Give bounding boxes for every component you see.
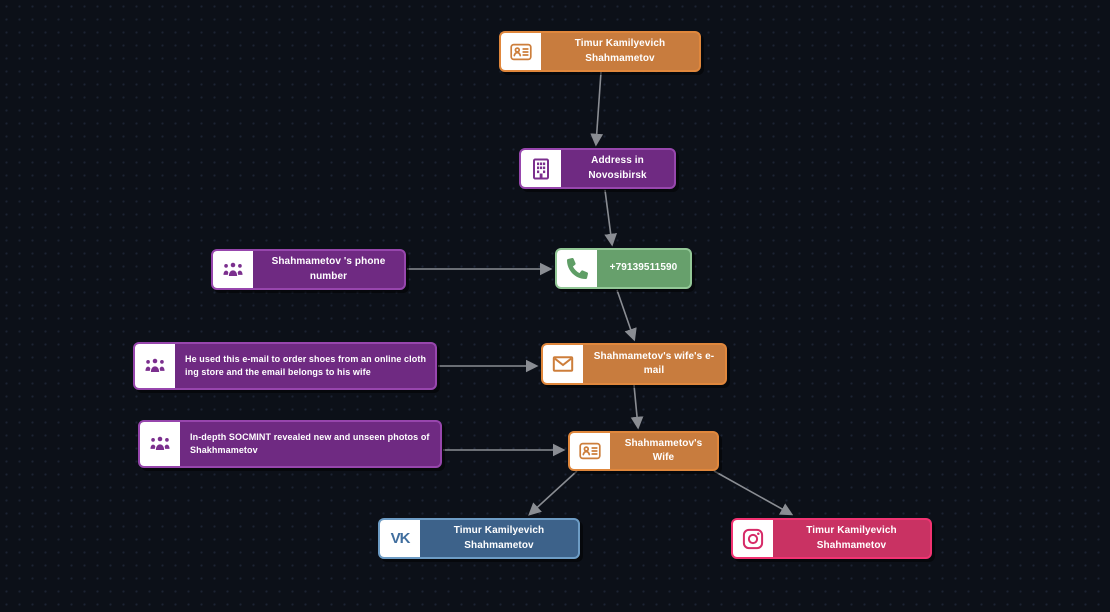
id-card-icon	[570, 433, 610, 469]
edge-wife-instagram	[713, 470, 794, 516]
graph-node-socmint-note[interactable]: In-depth SOCMINT revealed new and unseen…	[138, 420, 442, 468]
edge-phone-email	[616, 289, 637, 342]
people-group-icon	[213, 251, 253, 288]
graph-node-address[interactable]: Address in Novosibirsk	[519, 148, 676, 189]
people-group-icon	[140, 422, 180, 466]
edge-persontop-address	[590, 71, 604, 147]
vk-icon: VK	[380, 520, 420, 557]
node-label: Shahmametov's wife's e-mail	[593, 350, 715, 377]
edge-wife-vk	[528, 470, 578, 516]
graph-node-wife[interactable]: Shahmametov's Wife	[568, 431, 719, 471]
graph-node-email-note[interactable]: He used this e-mail to order shoes from …	[133, 342, 437, 390]
graph-node-vk[interactable]: VK Timur Kamilyevich Shahmametov	[378, 518, 580, 559]
node-label: Timur Kamilyevich Shahmametov	[574, 38, 666, 64]
graph-node-phone[interactable]: +79139511590	[555, 248, 692, 289]
node-label: Address in Novosibirsk	[588, 155, 647, 181]
people-group-icon	[135, 344, 175, 388]
graph-node-instagram[interactable]: Timur Kamilyevich Shahmametov	[731, 518, 932, 559]
phone-icon	[557, 250, 597, 287]
envelope-icon	[543, 345, 583, 383]
node-label: Timur Kamilyevich Shahmametov	[806, 525, 897, 551]
graph-node-person-top[interactable]: Timur Kamilyevich Shahmametov	[499, 31, 701, 72]
node-label: Shahmametov 's phone number	[271, 256, 386, 282]
edge-address-phone	[604, 189, 618, 247]
node-label: +79139511590	[609, 262, 678, 274]
id-card-icon	[501, 33, 541, 70]
graph-node-phone-note[interactable]: Shahmametov 's phone number	[211, 249, 406, 290]
node-label: He used this e-mail to order shoes from …	[185, 353, 427, 377]
building-icon	[521, 150, 561, 187]
instagram-icon	[733, 520, 773, 557]
node-label: Timur Kamilyevich Shahmametov	[453, 525, 545, 551]
graph-node-email[interactable]: Shahmametov's wife's e-mail	[541, 343, 727, 385]
edge-email-wife	[630, 384, 644, 430]
vk-logo-text: VK	[390, 530, 411, 547]
node-label: In-depth SOCMINT revealed new and unseen…	[190, 431, 430, 455]
node-label: Shahmametov's Wife	[624, 437, 703, 464]
